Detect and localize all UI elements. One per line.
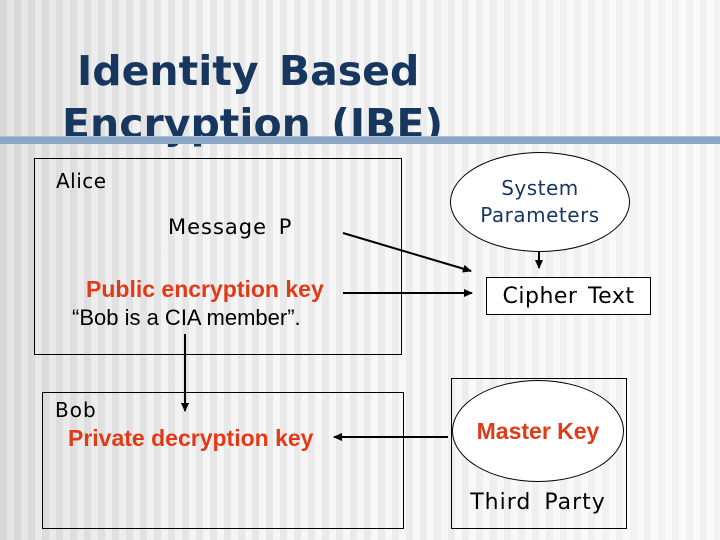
public-encryption-key-label: Public encryption key [86, 276, 324, 302]
title-divider-bar [0, 136, 720, 144]
cipher-text-label: Cipher Text [502, 283, 635, 309]
identity-string-label: “Bob is a CIA member”. [72, 305, 301, 330]
master-key-label: Master Key [476, 417, 600, 444]
private-decryption-key-label: Private decryption key [68, 425, 314, 451]
master-key-ellipse: Master Key [452, 380, 624, 482]
system-parameters-label: System Parameters [480, 176, 600, 227]
message-p-label: Message P [168, 215, 293, 239]
third-party-label: Third Party [470, 490, 606, 515]
third-party-box [451, 378, 627, 529]
alice-label: Alice [56, 169, 107, 193]
bob-label: Bob [55, 398, 97, 422]
bob-box [42, 392, 404, 529]
cipher-text-box: Cipher Text [486, 277, 651, 315]
system-parameters-ellipse: System Parameters [450, 152, 630, 252]
slide-title: Identity Based Encryption (IBE) [62, 47, 444, 149]
